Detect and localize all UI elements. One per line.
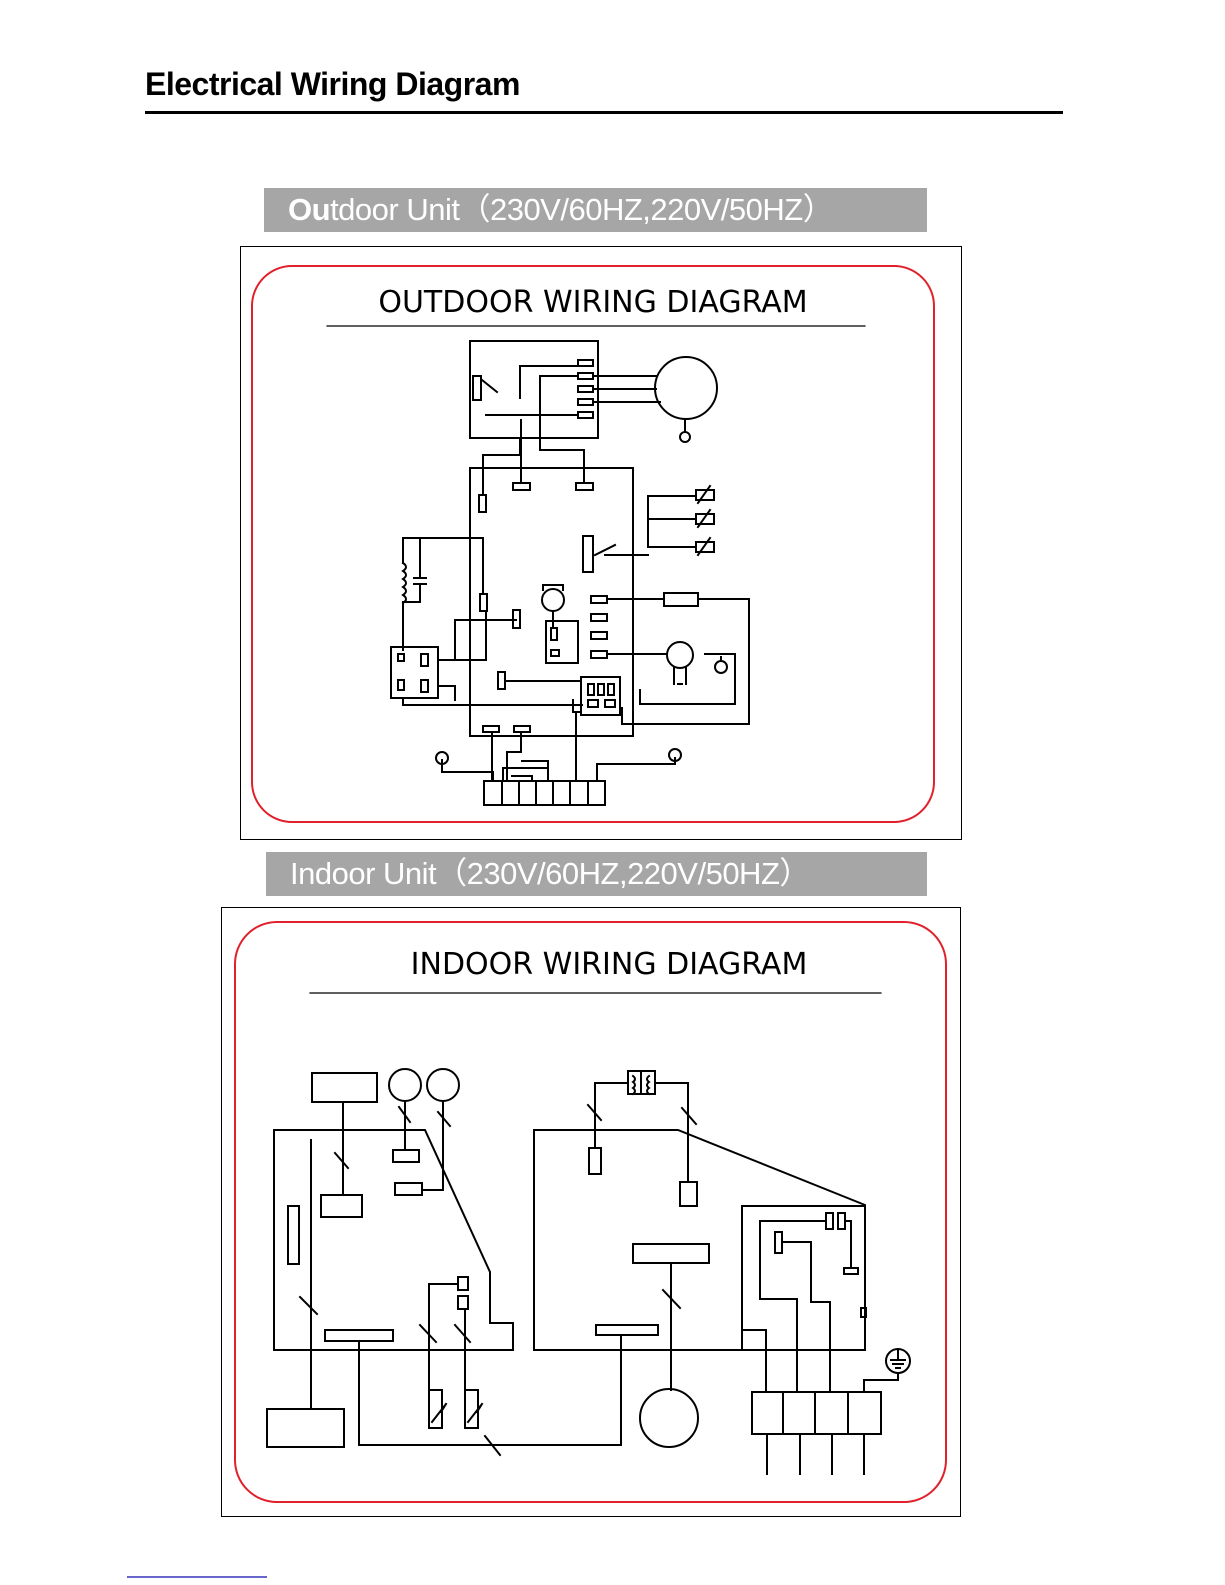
outdoor-fan-internal-wires <box>486 366 578 420</box>
outdoor-relay-contact <box>551 628 557 640</box>
outdoor-relay-block-internals <box>505 681 615 712</box>
indoor-right-board-parts <box>589 1148 709 1335</box>
indoor-ground-icon <box>886 1349 910 1373</box>
outdoor-fan-relay <box>473 376 481 400</box>
indoor-fan-motor-icon <box>640 1389 698 1447</box>
outdoor-board-sensor-icon <box>542 589 564 611</box>
outdoor-heater-resistor <box>664 593 698 606</box>
outdoor-fan-terminals <box>578 360 593 418</box>
outdoor-diagram-title: OUTDOOR WIRING DIAGRAM <box>378 285 807 320</box>
indoor-transformer-internals <box>588 1071 696 1182</box>
indoor-receiver-box <box>267 1409 344 1447</box>
indoor-wiring-diagram: INDOOR WIRING DIAGRAM <box>235 922 946 1502</box>
indoor-terminal-strip <box>752 1373 898 1474</box>
outdoor-fan-motor-wires <box>593 376 685 432</box>
outdoor-relay-slash <box>482 380 497 392</box>
indoor-power-board <box>534 1130 865 1350</box>
outdoor-right-components <box>607 593 749 724</box>
indoor-step-motor-icon <box>427 1069 459 1101</box>
outdoor-wiring-diagram: OUTDOOR WIRING DIAGRAM <box>252 266 934 822</box>
outdoor-compressor-ground-icon <box>715 661 727 673</box>
outdoor-compressor-icon <box>667 642 693 668</box>
outdoor-terminal-strip <box>484 781 605 805</box>
outdoor-board-wires <box>483 420 615 555</box>
indoor-diagram-title: INDOOR WIRING DIAGRAM <box>411 947 808 982</box>
indoor-swing-motor-icon <box>389 1069 421 1101</box>
outdoor-temp-sensors <box>605 486 714 555</box>
indoor-left-board-wires <box>300 1101 470 1408</box>
outdoor-relay-coil <box>551 650 559 656</box>
indoor-thermistors <box>359 1335 621 1455</box>
outdoor-fan-motor <box>655 357 717 419</box>
outdoor-rectifier-internals <box>398 611 582 705</box>
indoor-right-board-wires <box>663 1263 680 1390</box>
outdoor-fan-ground-icon <box>680 432 690 442</box>
indoor-display-module <box>312 1073 377 1102</box>
footer-link-underline <box>127 1576 267 1578</box>
outdoor-terminal-wires <box>442 712 675 781</box>
indoor-relay-parts <box>744 1213 866 1392</box>
